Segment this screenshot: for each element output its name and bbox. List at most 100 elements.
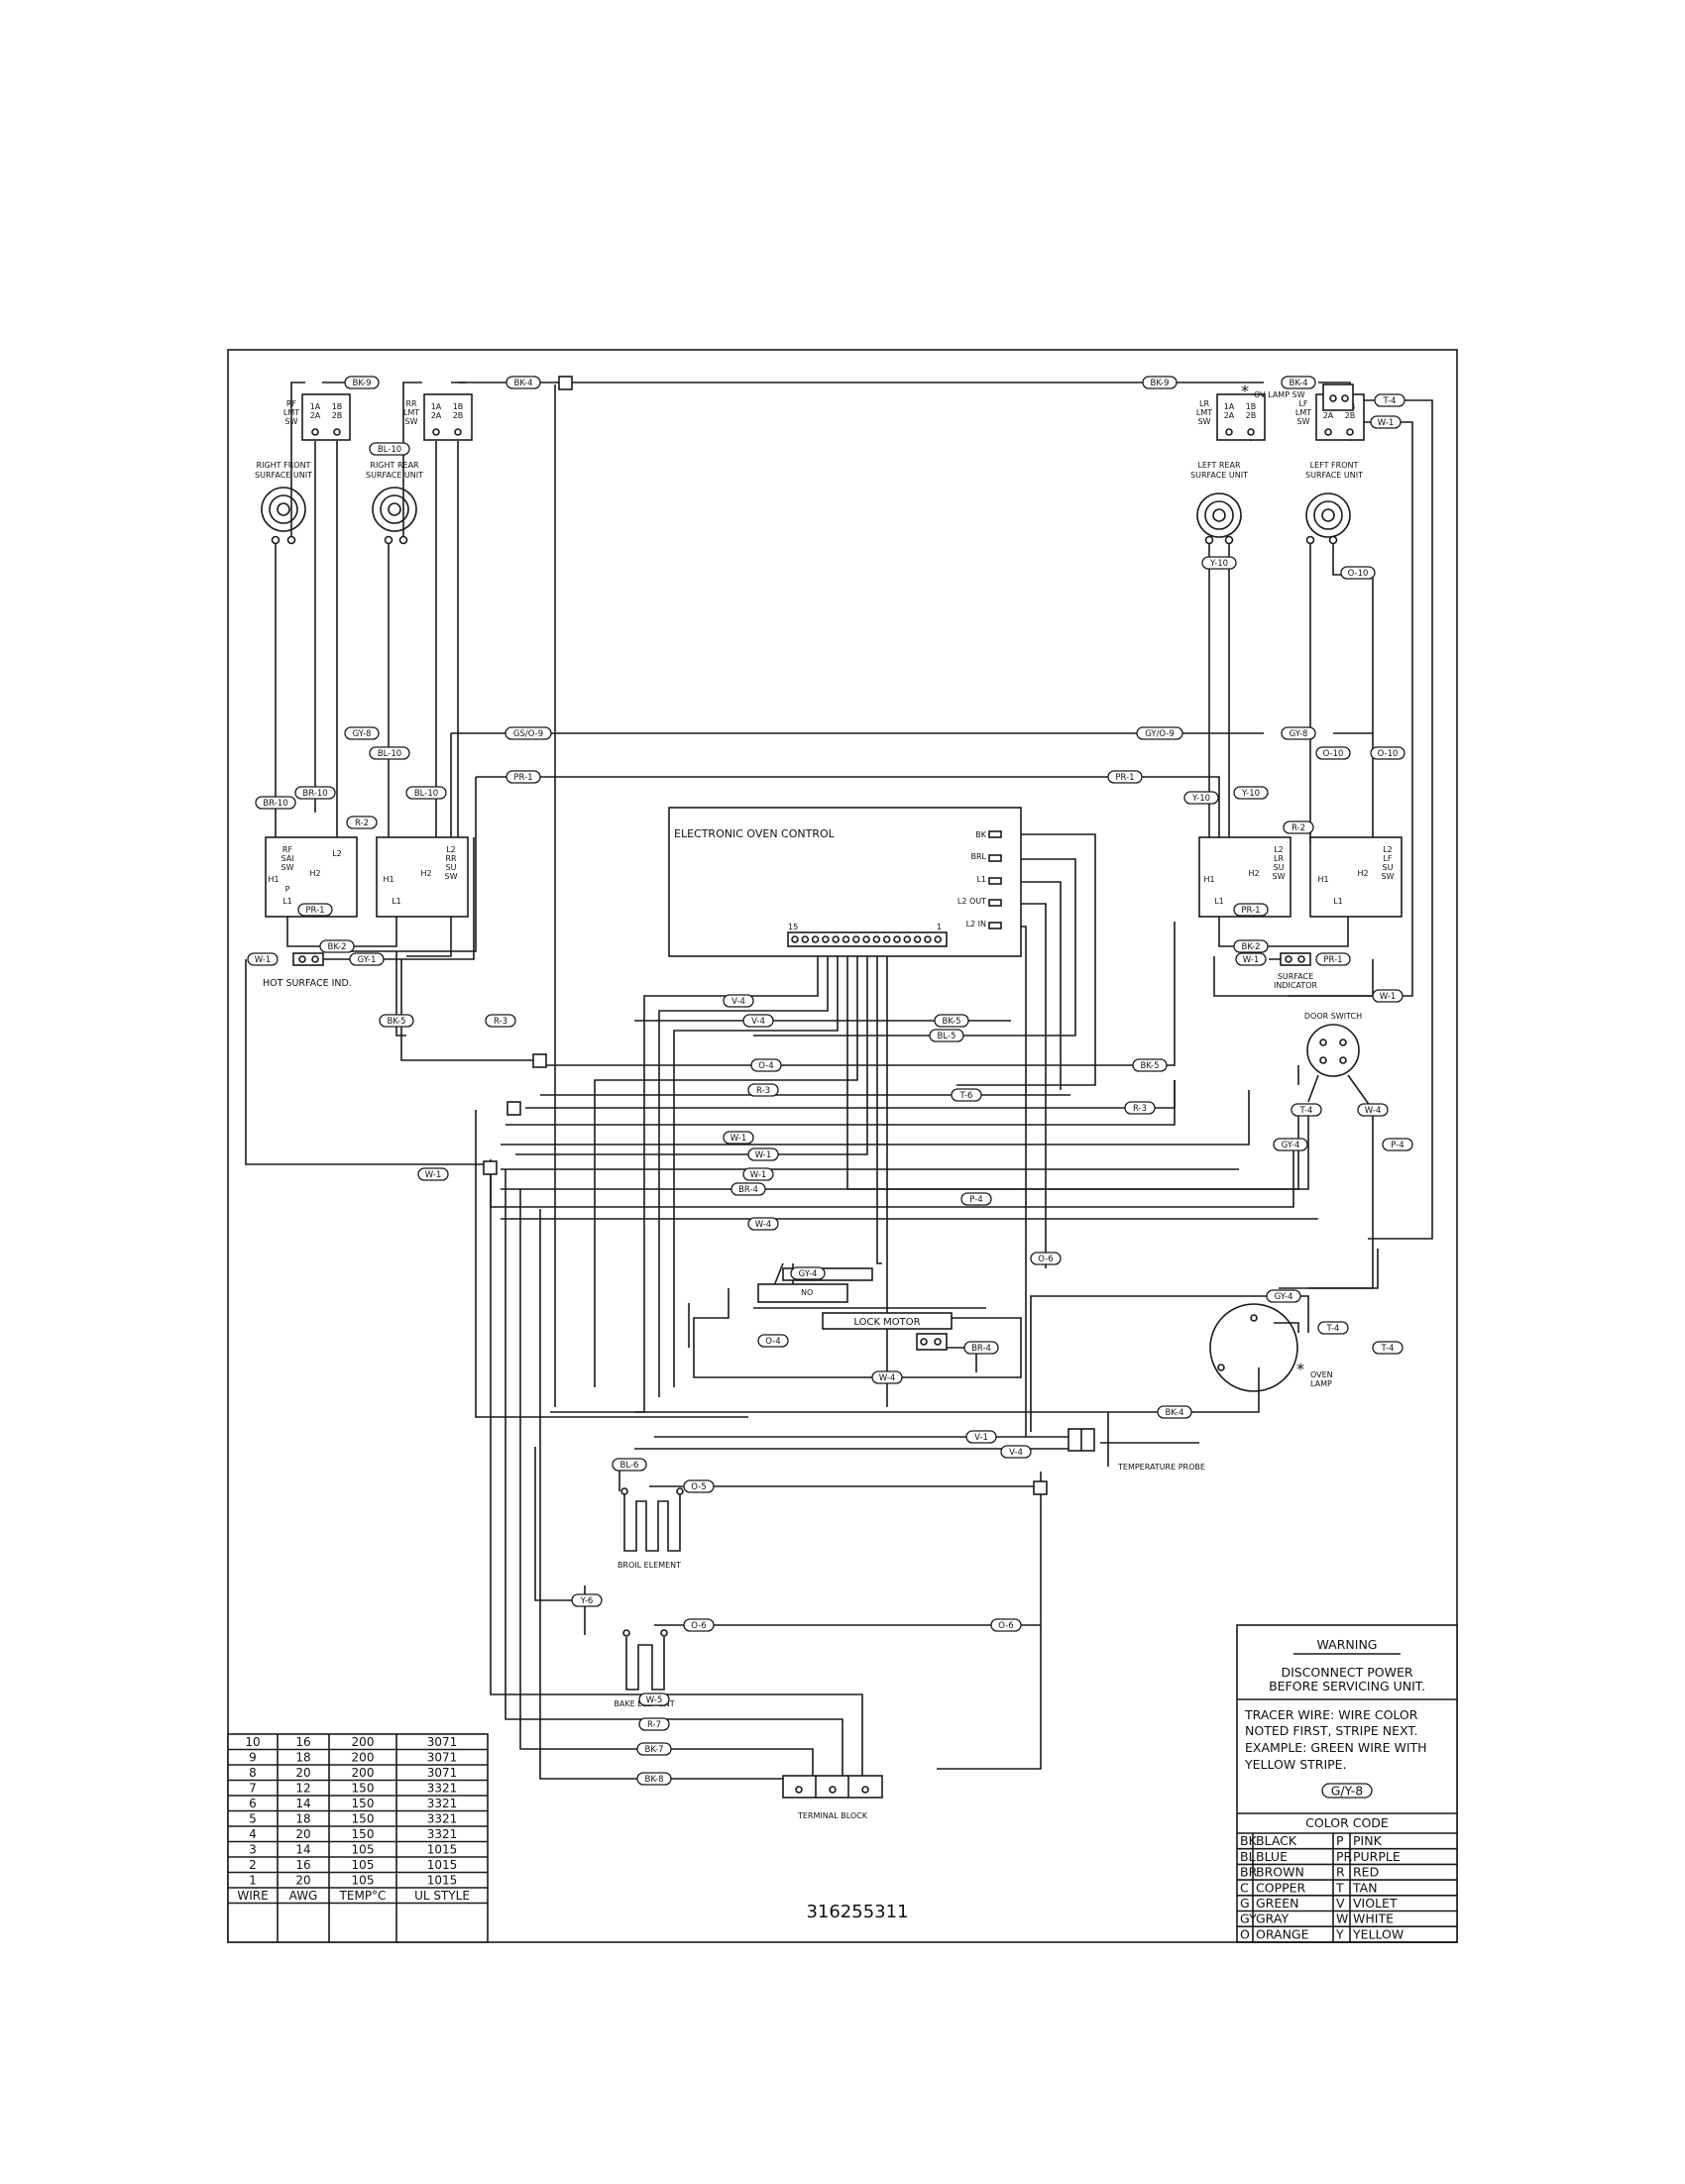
svg-text:1A: 1A <box>310 402 321 411</box>
diagram-frame <box>227 349 1458 1943</box>
svg-text:T-4: T-4 <box>1381 1344 1395 1354</box>
svg-text:TERMINAL BLOCK: TERMINAL BLOCK <box>797 1811 868 1820</box>
rr-unit-label-2: SURFACE UNIT <box>366 471 423 480</box>
wire-tag: T-6 <box>951 1088 982 1102</box>
terminal-block: TERMINAL BLOCK <box>782 1775 883 1820</box>
surface-indicator: SURFACE INDICATOR <box>1274 952 1317 990</box>
wire-table-cell: 9 <box>249 1751 257 1765</box>
wire-table-header: WIRE <box>237 1889 268 1903</box>
broil-element <box>620 1487 684 1552</box>
svg-text:RF: RF <box>286 399 297 408</box>
svg-text:BK-4: BK-4 <box>514 379 533 388</box>
hot-surface-indicator: HOT SURFACE IND. <box>263 952 352 989</box>
svg-text:Y-6: Y-6 <box>580 1596 594 1606</box>
svg-text:BR-10: BR-10 <box>263 799 287 809</box>
svg-text:BRL: BRL <box>970 852 986 861</box>
svg-text:1A: 1A <box>431 402 442 411</box>
eoc-connector-pin <box>791 935 799 943</box>
wire-tag: GY-1 <box>349 952 385 966</box>
surface-unit-left-front: LEFT FRONT SURFACE UNIT <box>1305 461 1363 545</box>
svg-text:O-4: O-4 <box>758 1061 773 1071</box>
svg-text:Y-10: Y-10 <box>1241 789 1260 799</box>
wire-tag: GY-4 <box>1273 1138 1308 1151</box>
svg-text:RF: RF <box>282 845 293 854</box>
color-code-cell: PINK <box>1353 1833 1383 1848</box>
svg-text:L1: L1 <box>392 897 401 906</box>
wire-tag: W-1 <box>742 1167 774 1181</box>
wire-tag: W-1 <box>747 1147 779 1161</box>
wire-tag: GY-8 <box>1281 726 1316 740</box>
wire-tag: BR-4 <box>963 1341 999 1355</box>
svg-text:P: P <box>285 885 290 894</box>
svg-text:W-1: W-1 <box>730 1134 747 1144</box>
svg-text:BK: BK <box>975 830 986 839</box>
wire-tag: GY-4 <box>1266 1289 1301 1303</box>
wire-table-cell: 20 <box>295 1766 310 1780</box>
svg-text:W-1: W-1 <box>1380 992 1397 1002</box>
wire-tag: PR-1 <box>506 770 541 784</box>
wire-table-cell: 200 <box>352 1751 375 1765</box>
svg-text:2A: 2A <box>310 411 321 420</box>
svg-text:LF: LF <box>1298 399 1307 408</box>
color-code-cell: VIOLET <box>1353 1896 1398 1911</box>
svg-text:1B: 1B <box>332 402 343 411</box>
wire-tag: PR-1 <box>1233 903 1269 917</box>
svg-text:LR: LR <box>1199 399 1209 408</box>
color-code-cell: BLACK <box>1256 1833 1297 1848</box>
wire-tag: W-4 <box>871 1370 903 1384</box>
svg-text:SW: SW <box>1273 872 1286 881</box>
wire-tag: R-7 <box>638 1717 670 1731</box>
color-code-cell: P <box>1336 1833 1344 1848</box>
wire-tag: O-4 <box>757 1334 789 1348</box>
svg-text:H1: H1 <box>383 875 393 884</box>
color-code-cell: BK <box>1240 1833 1258 1848</box>
wire-table-cell: 20 <box>295 1827 310 1841</box>
svg-text:V-4: V-4 <box>1009 1448 1023 1458</box>
svg-text:BK-5: BK-5 <box>388 1017 406 1027</box>
svg-text:TRACER WIRE: WIRE COLOR: TRACER WIRE: WIRE COLOR <box>1244 1707 1418 1722</box>
svg-text:2B: 2B <box>332 411 343 420</box>
svg-text:T-6: T-6 <box>959 1091 973 1101</box>
svg-text:O-10: O-10 <box>1348 569 1369 579</box>
svg-text:GY-4: GY-4 <box>799 1269 818 1279</box>
svg-text:LMT: LMT <box>403 408 419 417</box>
svg-text:SURFACE: SURFACE <box>1278 972 1313 981</box>
color-code-cell: TAN <box>1352 1880 1378 1895</box>
svg-text:LAMP: LAMP <box>1310 1379 1332 1388</box>
wire-tag: BL-5 <box>929 1029 964 1042</box>
svg-text:L1: L1 <box>282 897 292 906</box>
svg-text:H1: H1 <box>1317 875 1328 884</box>
wire-table-cell: 150 <box>352 1797 375 1810</box>
svg-text:1B: 1B <box>453 402 464 411</box>
svg-text:G/Y-8: G/Y-8 <box>1331 1784 1364 1799</box>
svg-text:DISCONNECT POWER: DISCONNECT POWER <box>1281 1665 1412 1680</box>
color-code-cell: PURPLE <box>1353 1849 1401 1864</box>
svg-text:SU: SU <box>446 863 457 872</box>
wire-table-header: UL STYLE <box>414 1889 470 1903</box>
svg-text:BK-4: BK-4 <box>1166 1408 1184 1418</box>
svg-text:BL-6: BL-6 <box>620 1461 639 1471</box>
svg-text:BK-9: BK-9 <box>1151 379 1170 388</box>
svg-text:H2: H2 <box>420 869 431 878</box>
svg-text:*: * <box>1241 382 1249 400</box>
svg-text:O-10: O-10 <box>1323 749 1344 759</box>
wire-tag: BL-6 <box>612 1458 647 1472</box>
wire-table-cell: 18 <box>295 1751 310 1765</box>
svg-text:GY-4: GY-4 <box>1275 1292 1293 1302</box>
rf-unit-label-2: SURFACE UNIT <box>255 471 312 480</box>
door-switch: DOOR SWITCH <box>1304 1012 1362 1077</box>
rr-unit-label-1: RIGHT REAR <box>370 461 419 470</box>
wire-table-cell: 150 <box>352 1812 375 1826</box>
wire-table-cell: 1015 <box>427 1843 458 1857</box>
wire-table-cell: 8 <box>249 1766 257 1780</box>
color-code-cell: ORANGE <box>1256 1926 1309 1941</box>
electronic-oven-control: ELECTRONIC OVEN CONTROL BK BRL L1 L2 OUT… <box>668 807 1022 957</box>
svg-text:BL-10: BL-10 <box>378 445 401 455</box>
wire-table-cell: 16 <box>295 1735 310 1749</box>
wire-tag: V-4 <box>723 994 754 1008</box>
warning-title: WARNING <box>1317 1637 1378 1652</box>
wire-tag: BK-7 <box>636 1742 672 1756</box>
color-code-cell: RED <box>1353 1865 1379 1880</box>
wire-table-cell: 150 <box>352 1827 375 1841</box>
